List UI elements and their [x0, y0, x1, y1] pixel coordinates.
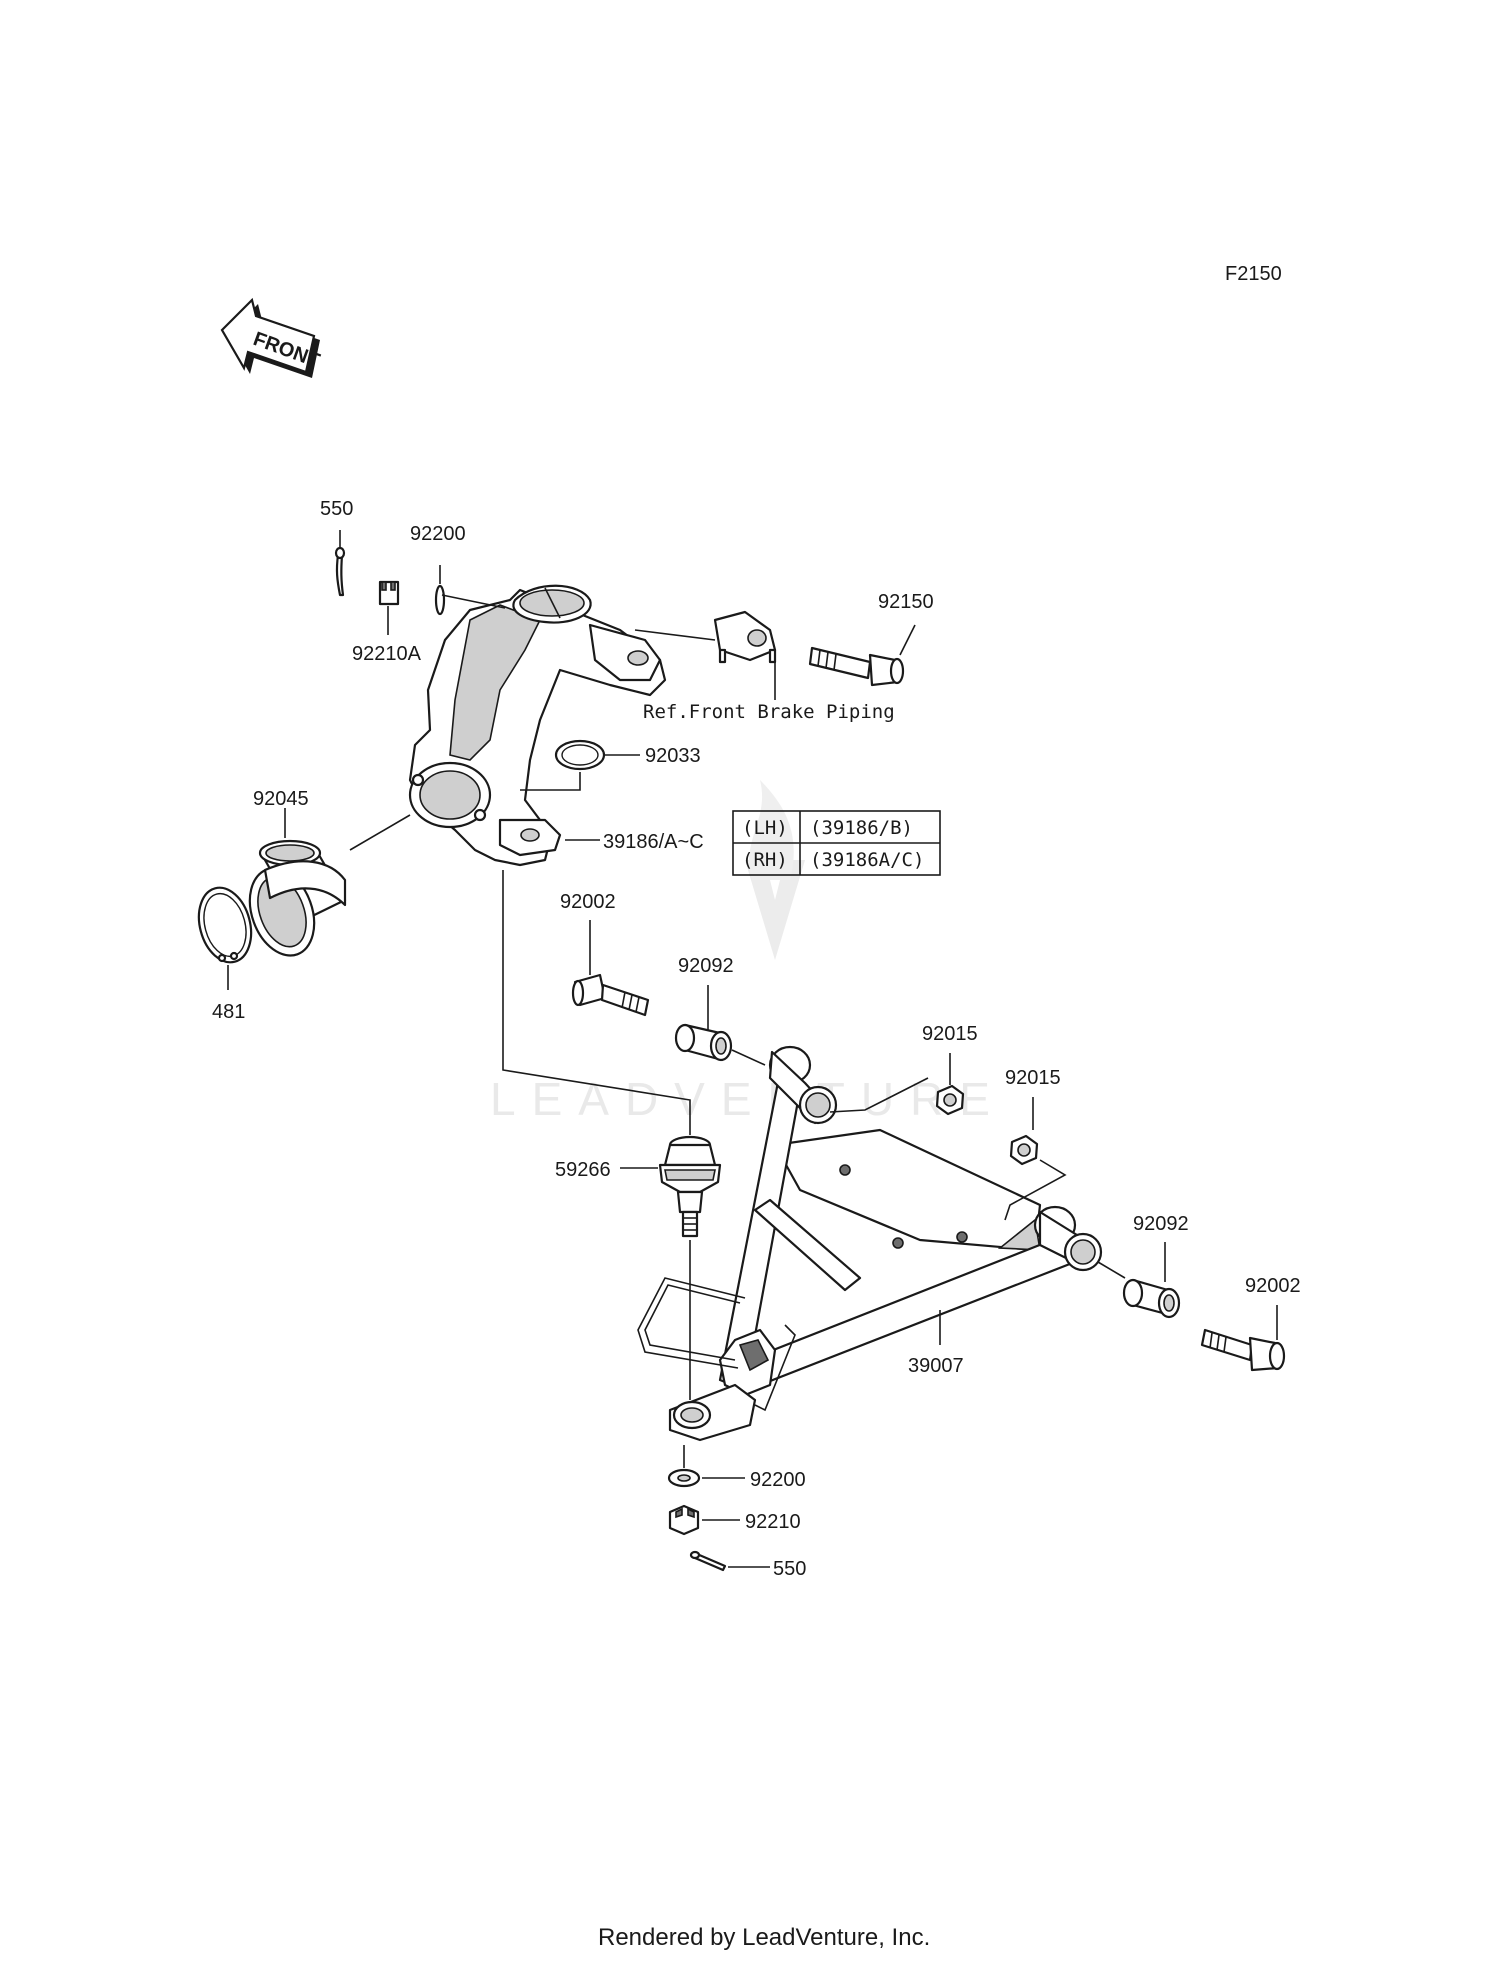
nut-92015-b: [1009, 1134, 1039, 1166]
wheel-bearing-92045: [248, 839, 347, 957]
castle-nut-top: [378, 580, 400, 606]
snap-ring-92033: [554, 739, 606, 771]
bolt-92002-right: [1200, 1328, 1286, 1372]
cotter-pin-bottom: [689, 1550, 727, 1572]
label-92210a: 92210A: [352, 643, 422, 665]
leader-bearing-knuckle: [349, 814, 411, 851]
leader-92150: [899, 624, 916, 656]
table-lh: (LH): [742, 817, 788, 839]
label-92150: 92150: [878, 591, 934, 613]
nut-92015-a: [935, 1084, 965, 1116]
leader-bushing-arm: [731, 1049, 766, 1066]
table-rh-part: (39186A/C): [810, 849, 924, 871]
washer-top: [434, 584, 446, 616]
brake-hose-clamp: [713, 610, 777, 664]
ref-note: Ref.Front Brake Piping: [643, 701, 895, 723]
label-92210: 92210: [745, 1511, 801, 1533]
footer-credit: Rendered by LeadVenture, Inc.: [598, 1924, 930, 1951]
cotter-pin-top: [334, 546, 346, 597]
steering-knuckle: [408, 584, 667, 867]
label-92015-b: 92015: [1005, 1067, 1061, 1089]
leader-nut-arm-b: [1004, 1159, 1067, 1221]
label-550-bottom: 550: [773, 1558, 806, 1580]
label-92002-left: 92002: [560, 891, 616, 913]
label-39186: 39186/A~C: [603, 831, 704, 853]
bolt-92002-left: [571, 973, 650, 1017]
leader-washer-knuckle: [441, 594, 506, 609]
leader-bushing-arm-right: [1097, 1261, 1126, 1279]
label-550-top: 550: [320, 498, 353, 520]
leader-snapring-knuckle: [520, 772, 581, 791]
label-92200-top: 92200: [410, 523, 466, 545]
label-59266: 59266: [555, 1159, 611, 1181]
label-92092-left: 92092: [678, 955, 734, 977]
label-481: 481: [212, 1001, 245, 1023]
label-39007: 39007: [908, 1355, 964, 1377]
lower-a-arm-39007: [637, 1045, 1103, 1442]
knuckle-table: (LH) (39186/B) (RH) (39186A/C): [732, 810, 941, 876]
bushing-92092-left: [674, 1023, 733, 1062]
front-arrow-icon: FRONT: [220, 297, 323, 378]
label-92033: 92033: [645, 745, 701, 767]
figure-code: F2150: [1225, 263, 1282, 285]
leader-knuckle-balljoint: [502, 870, 691, 1135]
castle-nut-bottom: [668, 1504, 700, 1536]
leader-clamp-knuckle: [634, 629, 716, 641]
washer-bottom: [667, 1468, 701, 1488]
leader-nut-arm-a: [829, 1077, 929, 1113]
label-92015-a: 92015: [922, 1023, 978, 1045]
bolt-92150: [808, 646, 905, 687]
label-92200-bottom: 92200: [750, 1469, 806, 1491]
ball-joint-59266: [658, 1135, 722, 1238]
table-rh: (RH): [742, 849, 788, 871]
label-92002-right: 92002: [1245, 1275, 1301, 1297]
label-92045: 92045: [253, 788, 309, 810]
table-lh-part: (39186/B): [810, 817, 913, 839]
label-92092-right: 92092: [1133, 1213, 1189, 1235]
bushing-92092-right: [1122, 1278, 1181, 1319]
circlip-481: [197, 886, 253, 964]
